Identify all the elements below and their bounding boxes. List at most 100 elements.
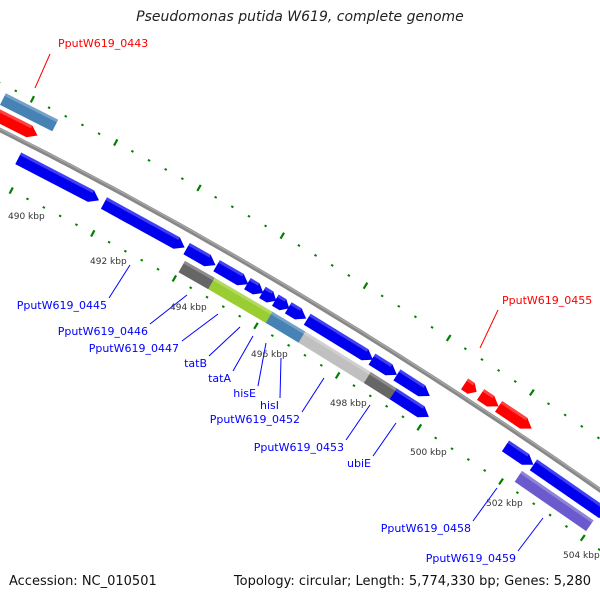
major-tick [113, 138, 119, 147]
major-tick [8, 186, 14, 195]
minor-tick [264, 224, 268, 228]
gene-feature [514, 470, 594, 532]
minor-tick [64, 114, 68, 118]
major-tick [279, 232, 285, 240]
kbp-label: 502 kbp [486, 499, 523, 509]
minor-tick [14, 89, 18, 93]
minor-tick [303, 353, 307, 357]
accession-text: Accession: NC_010501 [9, 574, 157, 589]
minor-tick [140, 258, 144, 262]
gene-feature [303, 313, 373, 361]
minor-tick [238, 314, 242, 318]
minor-tick [287, 343, 291, 347]
gene-highlight [507, 440, 530, 457]
gene-label: tatB [184, 357, 207, 370]
gene-feature [183, 243, 216, 267]
label-leader-line [257, 342, 267, 387]
gene-highlight [0, 109, 33, 129]
scale-ticks [0, 81, 600, 551]
minor-tick [450, 447, 454, 451]
gene-highlight [482, 389, 495, 399]
gene-label: ubiE [347, 457, 371, 470]
backbone [0, 127, 600, 493]
gene-highlight [466, 378, 475, 386]
minor-tick [205, 295, 209, 299]
gene-highlight [188, 243, 211, 258]
label-leader-line [181, 313, 219, 342]
gene-highlight [309, 313, 369, 352]
gene-highlight [500, 401, 528, 421]
kbp-label: 500 kbp [410, 448, 447, 458]
gene-label: PputW619_0447 [89, 342, 179, 355]
major-tick [334, 371, 341, 379]
gene-highlight [520, 470, 594, 523]
major-tick [29, 95, 35, 103]
major-tick [362, 282, 369, 290]
major-tick [196, 184, 202, 192]
label-leader-line [149, 294, 188, 325]
gene-feature [477, 389, 499, 407]
minor-tick [156, 267, 160, 271]
minor-tick [368, 394, 372, 398]
backbone-line [0, 127, 600, 493]
label-leader-line [232, 335, 254, 372]
gene-label: PputW619_0446 [58, 325, 148, 338]
minor-tick [58, 214, 62, 218]
gene-feature [259, 286, 277, 303]
gene-label: PputW619_0452 [210, 413, 300, 426]
label-leader-line [345, 404, 371, 441]
minor-tick [25, 197, 30, 201]
minor-tick [319, 363, 323, 367]
major-tick [253, 322, 259, 330]
gene-label: PputW619_0443 [58, 37, 148, 50]
major-tick [416, 423, 423, 431]
gene-feature [393, 369, 430, 397]
minor-tick [546, 402, 551, 406]
gene-feature [461, 378, 477, 394]
gene-feature [0, 109, 38, 138]
gene-feature [178, 260, 215, 290]
minor-tick [480, 358, 484, 362]
gene-highlight [373, 353, 393, 367]
gene-feature [284, 302, 307, 320]
gene-label: tatA [208, 372, 231, 385]
gene-highlight [183, 260, 215, 281]
minor-tick [380, 294, 384, 298]
gene-label: PputW619_0459 [426, 552, 516, 565]
gene-feature [0, 93, 59, 132]
gene-feature [363, 372, 398, 400]
minor-tick [596, 436, 600, 440]
minor-tick [580, 424, 584, 428]
gene-feature [15, 152, 99, 202]
gene-highlight [4, 93, 59, 123]
gene-highlight [395, 388, 425, 409]
major-tick [90, 229, 96, 237]
gene-feature [495, 401, 532, 429]
gene-label: hisE [233, 387, 256, 400]
gene-feature [244, 278, 264, 295]
gene-highlight [398, 369, 426, 388]
minor-tick [180, 177, 184, 181]
minor-tick [434, 436, 438, 440]
gene-feature [272, 294, 290, 311]
minor-tick [401, 415, 405, 419]
gene-highlight [249, 278, 260, 286]
label-leader-line [108, 264, 131, 299]
gene-feature [501, 440, 534, 465]
major-tick [498, 477, 504, 485]
minor-tick [314, 253, 318, 257]
minor-tick [147, 158, 151, 162]
gene-feature [265, 311, 307, 344]
minor-tick [548, 513, 552, 517]
backbone-highlight [0, 128, 600, 490]
gene-label: PputW619_0455 [502, 294, 592, 307]
label-leader-line [301, 377, 325, 413]
gene-highlight [19, 152, 95, 193]
minor-tick [270, 334, 274, 338]
genome-summary-text: Topology: circular; Length: 5,774,330 bp… [233, 574, 591, 589]
gene-highlight [277, 294, 287, 302]
gene-highlight [270, 311, 307, 335]
gene-highlight [105, 197, 180, 240]
